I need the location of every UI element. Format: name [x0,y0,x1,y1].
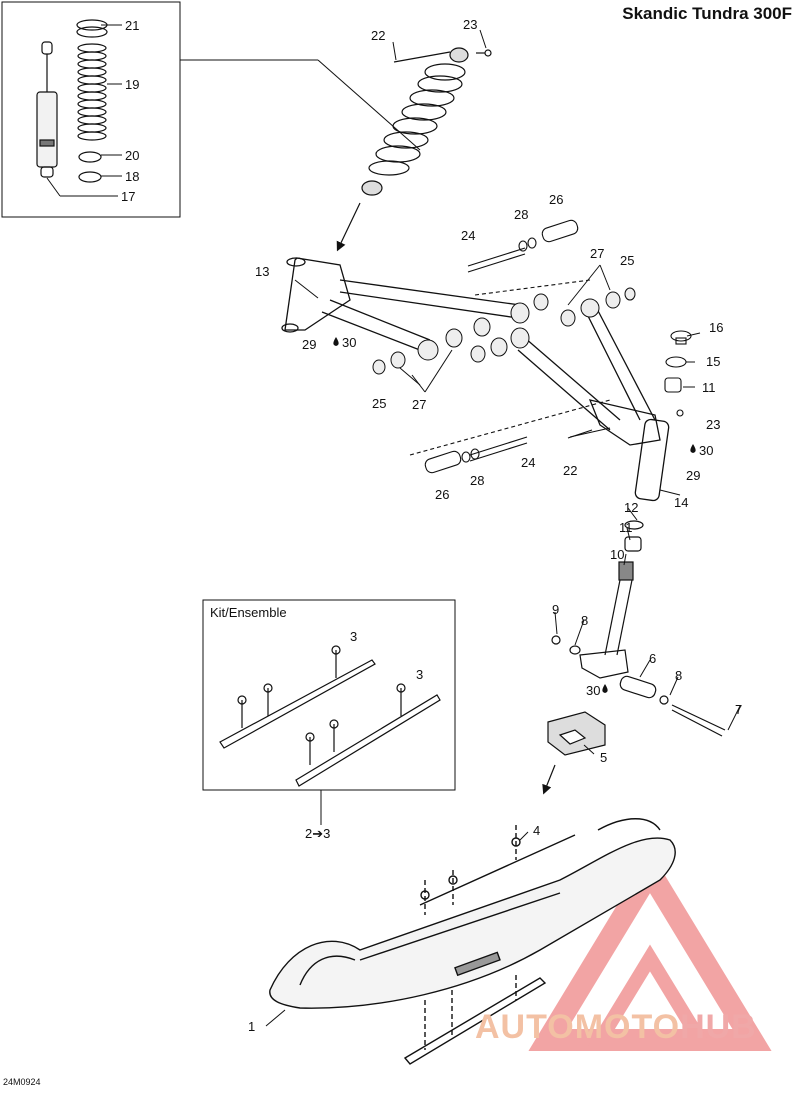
callout-labels: 21 19 20 18 17 22 23 26 28 24 27 25 13 2… [121,17,742,1034]
callout-13: 13 [255,264,269,279]
callout-3-lower: 3 [416,667,423,682]
callout-23-right: 23 [706,417,720,432]
callout-24-bottom: 24 [521,455,535,470]
kit-box-label: Kit/Ensemble [210,605,287,620]
callout-3-upper: 3 [350,629,357,644]
ski [269,818,676,1065]
callout-10: 10 [610,547,624,562]
callout-29-right: 29 [686,468,700,483]
callout-8-right: 8 [675,668,682,683]
kit-note: 2➔3 [305,826,330,841]
callout-20: 20 [125,148,139,163]
callout-30-right: 30 [699,443,713,458]
spring-inset [76,19,108,183]
shock-inset-box [1,1,421,218]
callout-23-top: 23 [463,17,477,32]
spindle [551,520,726,737]
watermark-text: AUTOMOTOHUB [475,1008,757,1047]
callout-8-left: 8 [581,613,588,628]
callout-11-bottom: 11 [619,520,633,535]
callout-15: 15 [706,354,720,369]
lower-a-arm [517,304,670,502]
callout-12: 12 [624,500,638,515]
oil-drop-icons [333,337,696,693]
watermark-part1: AUTOMOTO [475,1008,681,1046]
callout-17: 17 [121,189,135,204]
callout-6: 6 [649,651,656,666]
kit-runners [219,645,441,787]
callout-4: 4 [533,823,540,838]
callout-25-left: 25 [372,396,386,411]
spindle-cap-parts [567,330,692,439]
callout-22-bottom: 22 [563,463,577,478]
oil-drop-icon [333,337,339,346]
callout-1: 1 [248,1019,255,1034]
callout-26-bottom: 26 [435,487,449,502]
callout-16: 16 [709,320,723,335]
callout-28-top: 28 [514,207,528,222]
kit-box [202,599,456,825]
callout-19: 19 [125,77,139,92]
pins-and-spacers [409,219,611,474]
callout-9: 9 [552,602,559,617]
leader-lines [46,24,741,1027]
callout-27-left: 27 [412,397,426,412]
callout-28-bottom: 28 [470,473,484,488]
callout-30-bottom: 30 [586,683,600,698]
callout-29-left: 29 [302,337,316,352]
callout-26-top: 26 [549,192,563,207]
callout-30-left: 30 [342,335,356,350]
shock-absorber [336,47,492,252]
diagram-title: Skandic Tundra 300F [622,4,792,23]
callout-7: 7 [735,702,742,717]
callout-14: 14 [674,495,688,510]
watermark-logo [528,850,772,1051]
figure-code: 24M0924 [3,1077,41,1087]
oil-drop-icon [690,444,696,453]
callout-5: 5 [600,750,607,765]
callout-22-top: 22 [371,28,385,43]
watermark-part2: HUB [680,1008,757,1046]
callout-27-right: 27 [590,246,604,261]
callout-18: 18 [125,169,139,184]
callout-21: 21 [125,18,139,33]
ski-cushion [542,711,606,795]
upper-a-arm [281,257,521,353]
callout-11-top: 11 [702,380,716,395]
callout-25-right: 25 [620,253,634,268]
callout-24-top: 24 [461,228,475,243]
oil-drop-icon [602,684,608,693]
shock-absorber-inset [36,41,58,178]
bushings [372,287,636,375]
